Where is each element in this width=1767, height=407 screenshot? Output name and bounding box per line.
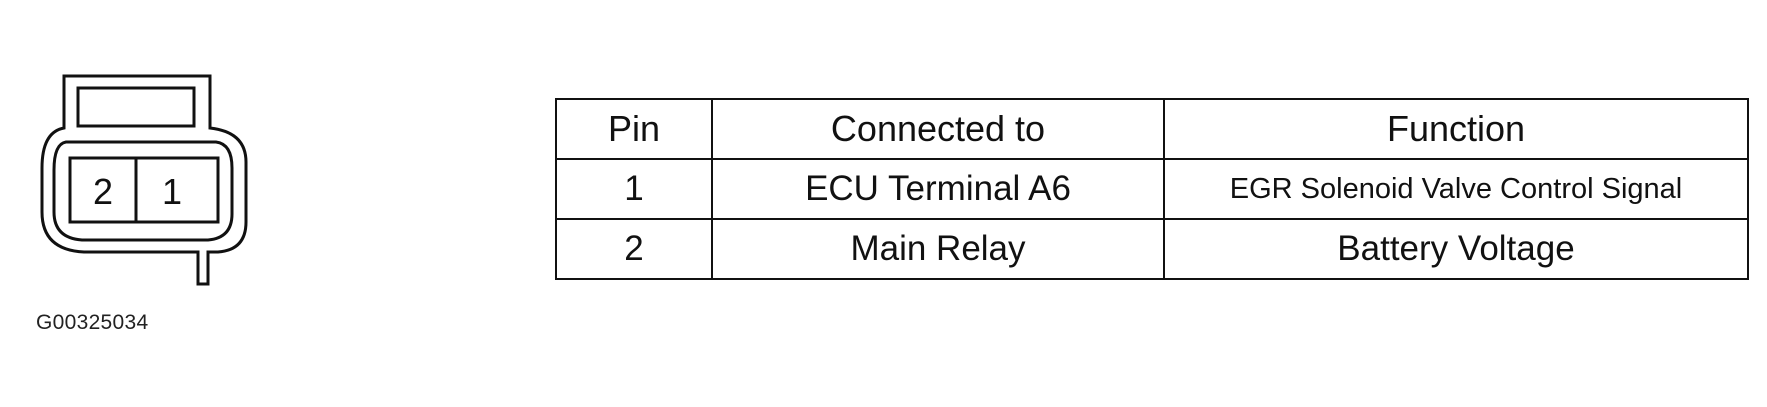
table-row: 2 Main Relay Battery Voltage xyxy=(555,218,1749,280)
header-function: Function xyxy=(1163,98,1749,160)
pin-label-right: 1 xyxy=(162,171,182,212)
pin-label-left: 2 xyxy=(93,171,113,212)
connector-latch xyxy=(76,86,196,128)
connector-diagram: 2 1 xyxy=(36,72,256,292)
cell-connected-to: ECU Terminal A6 xyxy=(711,158,1165,220)
connector-inner-outline xyxy=(52,140,234,242)
header-pin: Pin xyxy=(555,98,713,160)
header-connected-to: Connected to xyxy=(711,98,1165,160)
table-header-row: Pin Connected to Function xyxy=(555,98,1749,160)
cell-pin: 2 xyxy=(555,218,713,280)
pin-cavity-block xyxy=(68,156,220,224)
cell-function: EGR Solenoid Valve Control Signal xyxy=(1163,158,1749,220)
pinout-table: Pin Connected to Function 1 ECU Terminal… xyxy=(555,98,1749,280)
connector-outline xyxy=(40,74,248,286)
cell-connected-to: Main Relay xyxy=(711,218,1165,280)
cell-pin: 1 xyxy=(555,158,713,220)
cell-function: Battery Voltage xyxy=(1163,218,1749,280)
connector-face: 2 1 xyxy=(40,74,248,286)
figure-id: G00325034 xyxy=(36,311,149,334)
table-row: 1 ECU Terminal A6 EGR Solenoid Valve Con… xyxy=(555,158,1749,220)
